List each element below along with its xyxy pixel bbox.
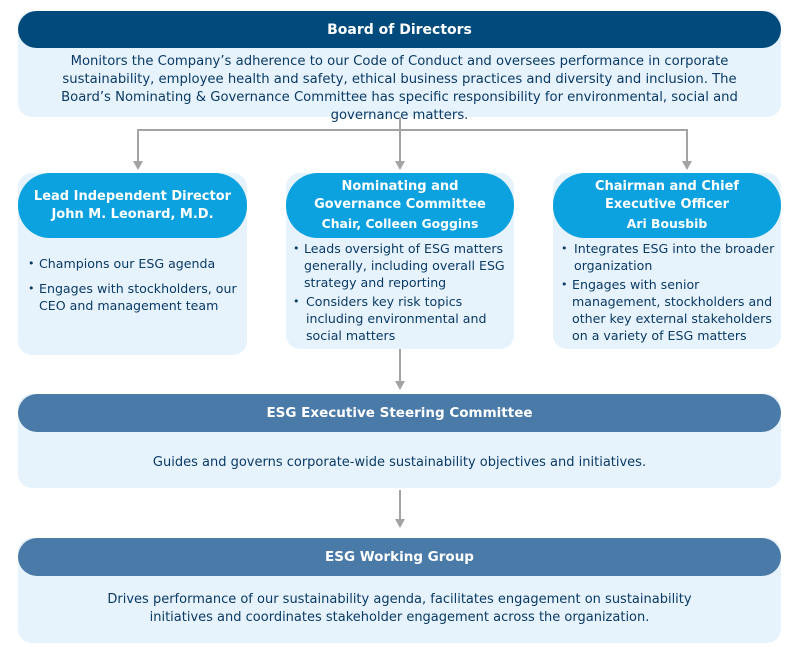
lead-director-header: Lead Independent Director John M. Leonar… (18, 173, 247, 238)
ceo-box: Chairman and Chief Executive Officer Ari… (553, 173, 781, 349)
bullet-item: Integrates ESG into the broader organiza… (561, 240, 776, 274)
lead-director-name: John M. Leonard, M.D. (51, 206, 214, 222)
nominating-committee-header: Nominating and Governance Committee Chai… (286, 173, 514, 238)
nominating-committee-title-2: Governance Committee (314, 197, 486, 213)
board-of-directors-description: Monitors the Company’s adherence to our … (61, 54, 738, 123)
working-group-header: ESG Working Group (18, 538, 781, 576)
board-of-directors-header: Board of Directors (18, 11, 781, 48)
arrow-to-lead-director (133, 161, 143, 170)
bullet-item: Leads oversight of ESG matters generally… (293, 240, 508, 291)
steering-committee-description: Guides and governs corporate-wide sustai… (152, 455, 647, 470)
working-group-box: ESG Working Group Drives performance of … (18, 538, 781, 643)
ceo-title-2: Executive Officer (604, 197, 729, 213)
ceo-title-1: Chairman and Chief (594, 178, 740, 194)
ceo-header: Chairman and Chief Executive Officer Ari… (553, 173, 781, 238)
arrow-to-ceo (682, 161, 692, 170)
connector-to-working-group (399, 490, 401, 520)
connector-board-down (399, 117, 401, 162)
working-group-description: Drives performance of our sustainability… (18, 591, 781, 627)
connector-horizontal (137, 129, 688, 131)
nominating-committee-title-1: Nominating and (341, 178, 459, 194)
nominating-committee-bullets: Leads oversight of ESG matters generally… (293, 240, 508, 344)
steering-committee-header: ESG Executive Steering Committee (18, 394, 781, 432)
bullet-item: Considers key risk topics including envi… (293, 293, 508, 344)
bullet-item: Engages with senior management, stockhol… (561, 276, 776, 344)
bullet-item: Engages with stockholders, our CEO and m… (28, 280, 239, 314)
board-of-directors-box: Board of Directors Monitors the Company’… (18, 11, 781, 123)
working-group-description-line-1: Drives performance of our sustainability… (107, 592, 692, 607)
steering-committee-title: ESG Executive Steering Committee (266, 405, 533, 421)
arrow-to-nominating-committee (395, 161, 405, 170)
nominating-committee-chair: Chair, Colleen Goggins (321, 215, 479, 231)
lead-director-box: Lead Independent Director John M. Leonar… (18, 173, 247, 355)
ceo-bullets: Integrates ESG into the broader organiza… (561, 240, 776, 344)
lead-director-role: Lead Independent Director (33, 188, 232, 204)
steering-committee-box: ESG Executive Steering Committee Guides … (18, 394, 781, 488)
bullet-item: Champions our ESG agenda (28, 255, 239, 272)
connector-to-steering (399, 349, 401, 382)
board-of-directors-title: Board of Directors (327, 21, 472, 38)
connector-right-down (686, 129, 688, 162)
working-group-title: ESG Working Group (325, 549, 474, 565)
connector-left-down (137, 129, 139, 162)
working-group-description-line-2: initiatives and coordinates stakeholder … (149, 610, 650, 625)
arrow-to-working-group (395, 519, 405, 528)
ceo-name: Ari Bousbib (626, 215, 708, 231)
lead-director-bullets: Champions our ESG agenda Engages with st… (28, 255, 239, 314)
nominating-committee-box: Nominating and Governance Committee Chai… (286, 173, 514, 349)
arrow-to-steering (395, 381, 405, 390)
